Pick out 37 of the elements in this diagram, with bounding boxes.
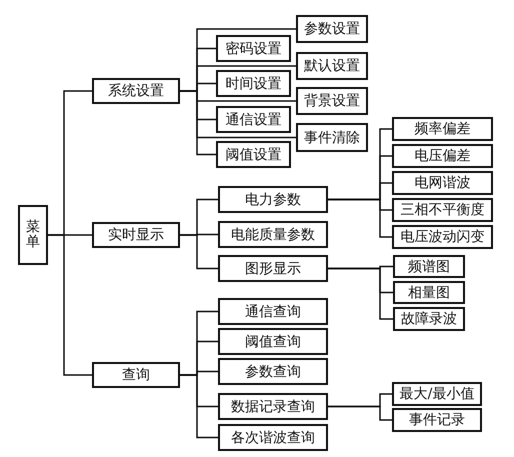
menu-box: 最大/最小值	[392, 382, 482, 406]
menu-box: 事件记录	[392, 408, 482, 432]
menu-box: 参数设置	[296, 15, 368, 43]
menu-box: 电压偏差	[392, 144, 493, 168]
menu-box: 电压波动闪变	[392, 225, 493, 249]
connector-line	[180, 374, 218, 438]
menu-box: 图形显示	[218, 255, 328, 282]
menu-box: 查询	[92, 362, 180, 388]
menu-box: 参数查询	[218, 358, 328, 385]
menu-box: 故障录波	[393, 307, 465, 331]
menu-box: 阈值设置	[216, 141, 291, 168]
menu-box: 阈值查询	[218, 328, 328, 355]
root-box: 菜单	[18, 205, 48, 265]
menu-box: 事件清除	[296, 123, 368, 152]
menu-box: 通信设置	[216, 106, 291, 133]
menu-box: 通信查询	[218, 298, 328, 325]
connector-line	[180, 234, 218, 270]
menu-box: 实时显示	[92, 222, 180, 248]
connector-line	[328, 268, 393, 320]
menu-box: 电力参数	[218, 186, 328, 213]
connector-line	[328, 406, 392, 421]
menu-box: 各次谐波查询	[218, 424, 328, 451]
menu-box: 相量图	[393, 281, 465, 304]
menu-box: 三相不平衡度	[392, 198, 493, 222]
menu-box: 背景设置	[296, 87, 368, 115]
menu-box: 电网谐波	[392, 171, 493, 195]
menu-box: 电能质量参数	[218, 221, 328, 248]
connector-line	[180, 90, 216, 156]
menu-box: 时间设置	[216, 70, 291, 97]
connector-line	[328, 198, 392, 238]
menu-box: 密码设置	[216, 35, 291, 62]
menu-box: 数据记录查询	[218, 393, 328, 420]
menu-box: 系统设置	[92, 78, 180, 104]
menu-box: 频率偏差	[392, 117, 493, 141]
menu-box: 频谱图	[393, 255, 465, 278]
menu-box: 默认设置	[296, 52, 368, 80]
connector-line	[48, 234, 92, 376]
